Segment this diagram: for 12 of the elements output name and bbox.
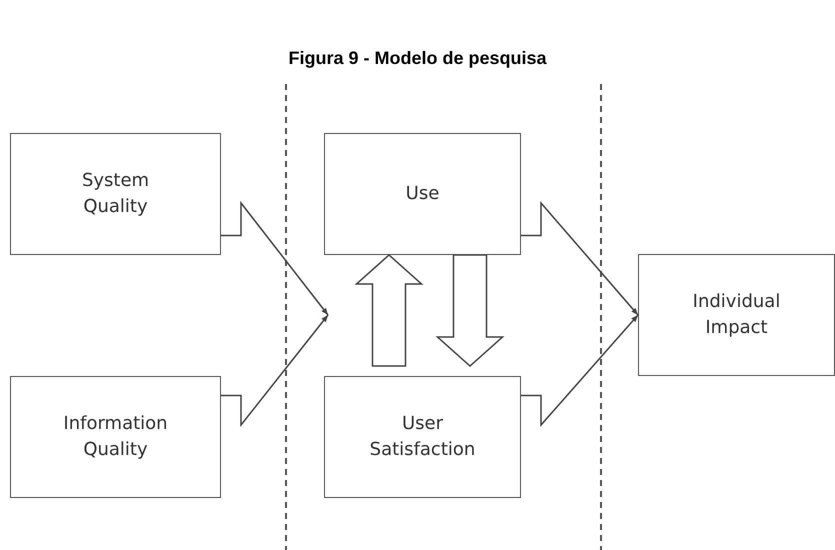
chevron-arrow [221,200,329,316]
concept-box: User Satisfaction [324,376,521,498]
block-arrow [436,254,504,367]
concept-box: Information Quality [10,376,221,498]
concept-box: Individual Impact [638,254,835,376]
concept-box: System Quality [10,133,221,255]
figure-title: Figura 9 - Modelo de pesquisa [287,48,548,69]
concept-box: Use [324,133,521,255]
chevron-arrow [521,314,639,427]
block-arrow [354,254,424,367]
chevron-arrow [221,314,329,428]
chevron-arrow [521,200,639,316]
